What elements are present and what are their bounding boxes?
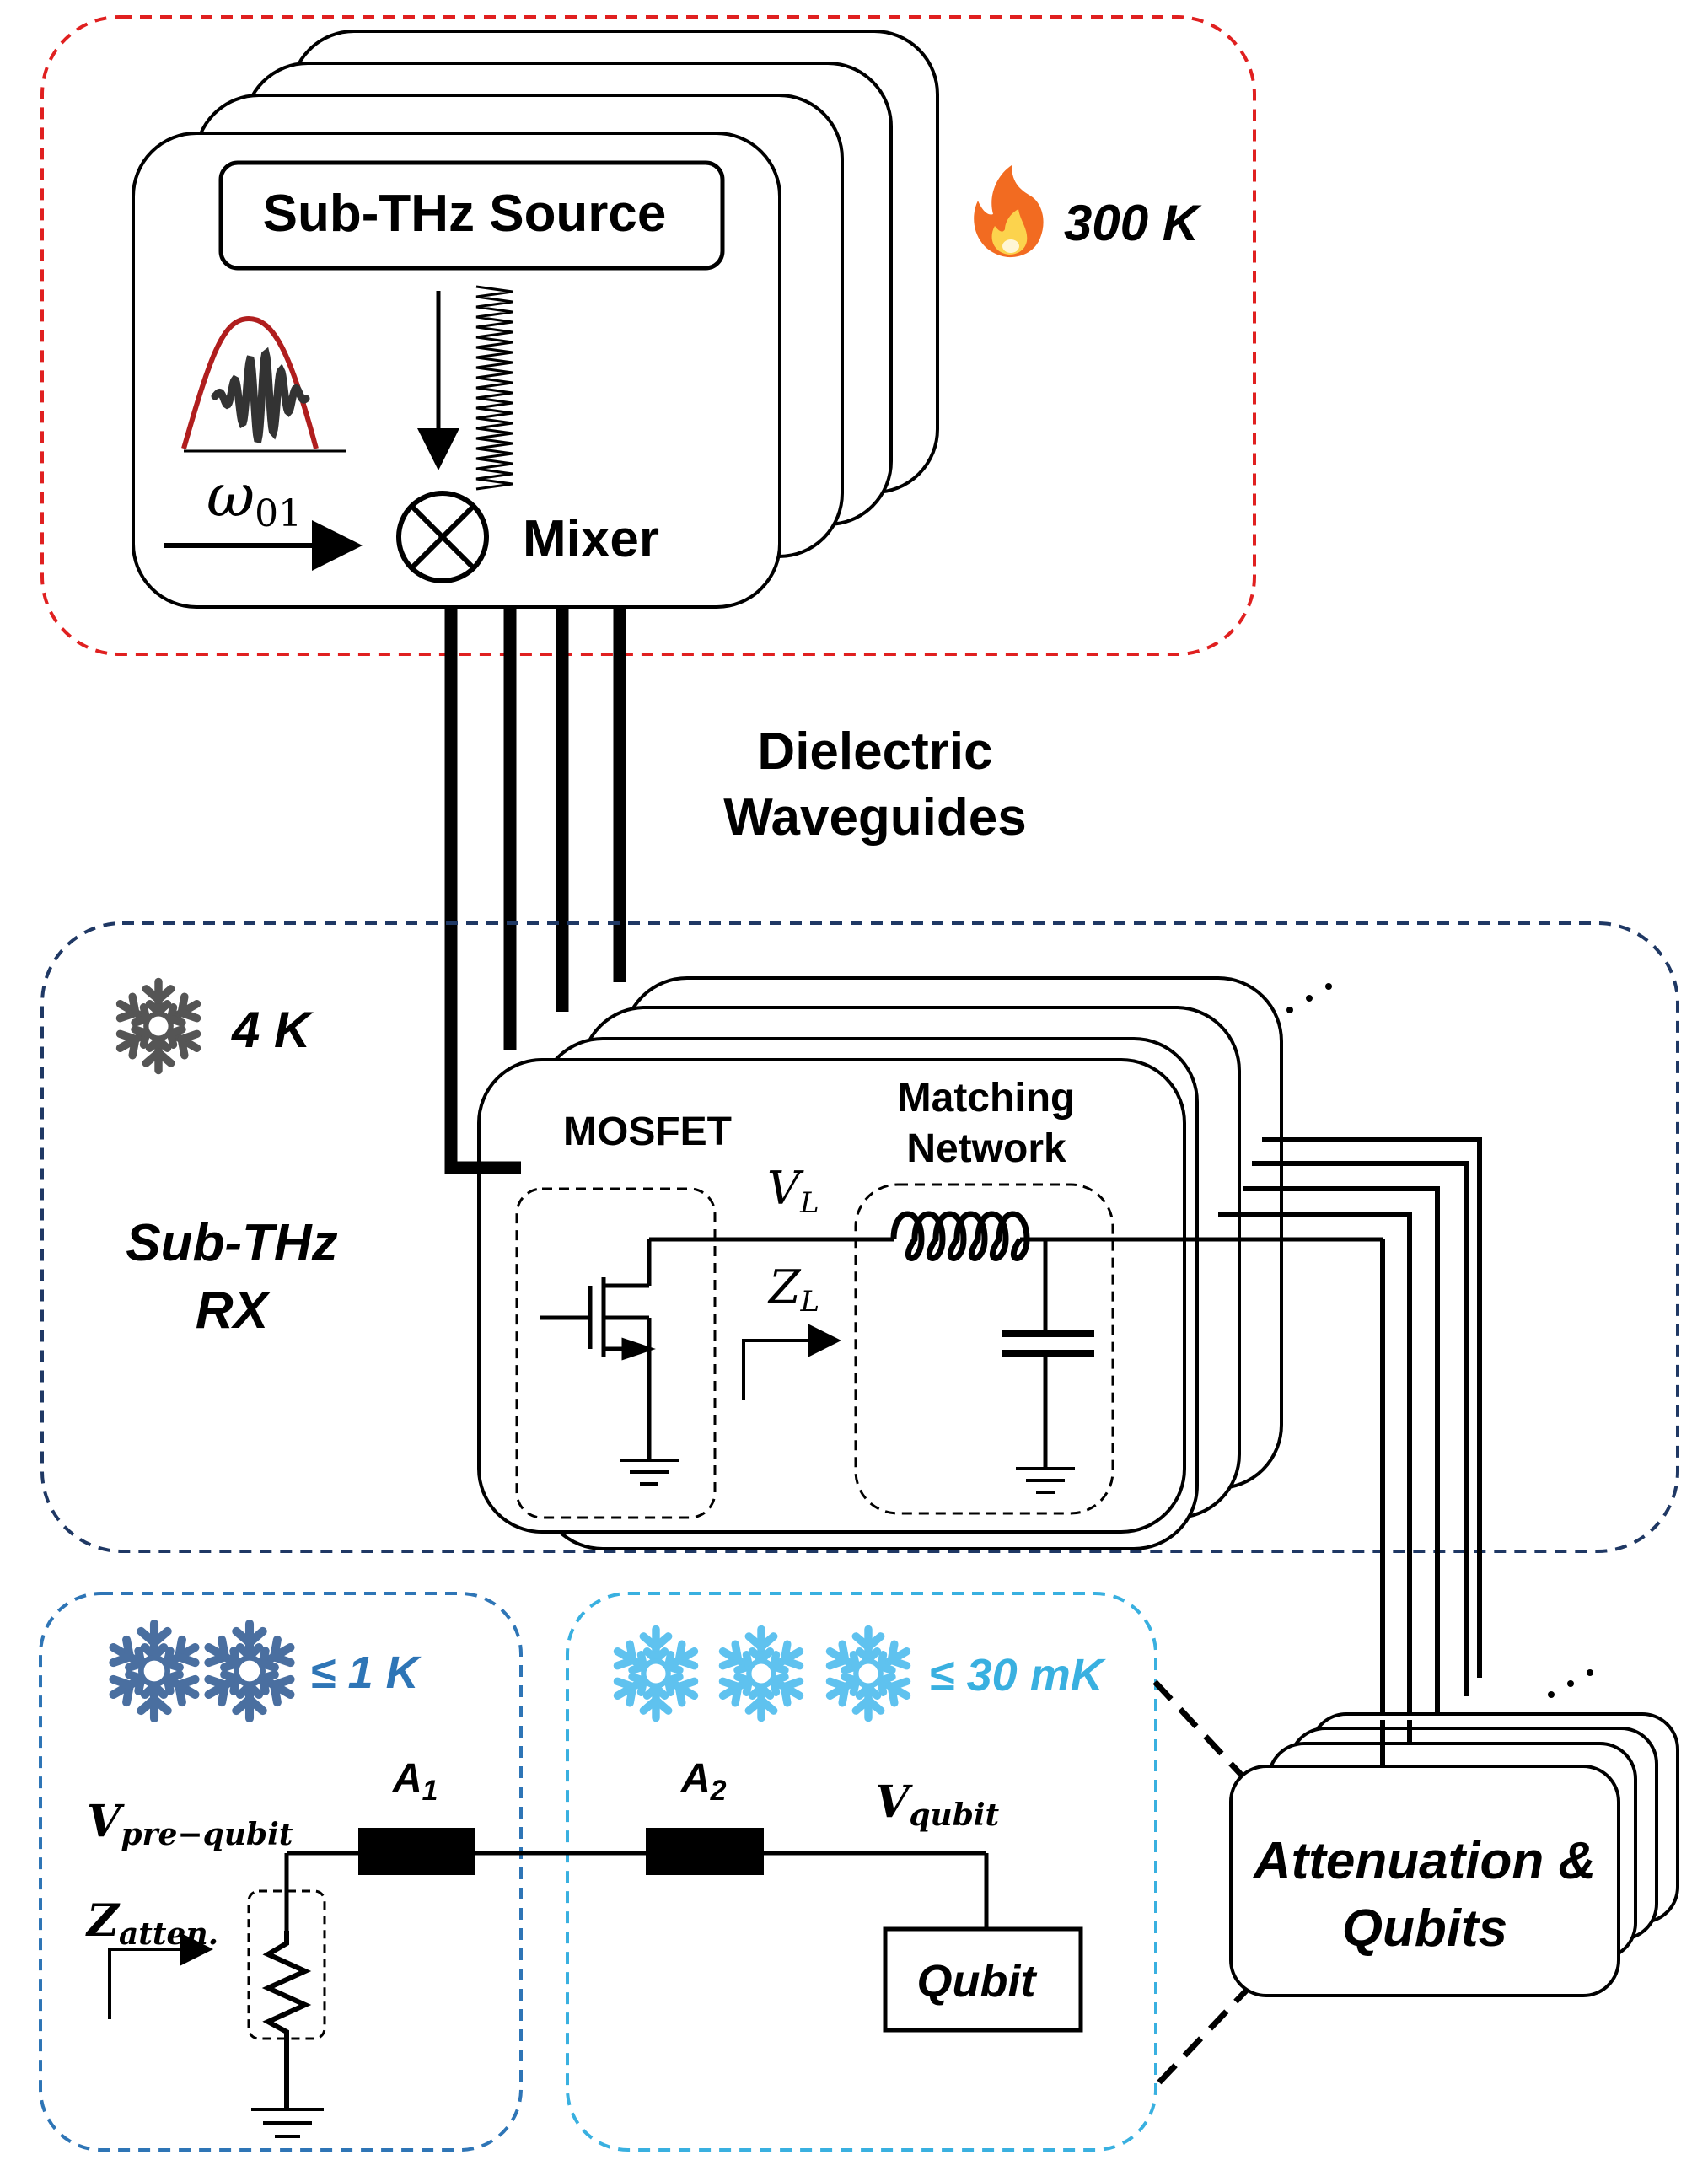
attenuation-label-line2: Qubits [1342, 1899, 1507, 1958]
matching-network-label-line1: Matching [898, 1076, 1076, 1120]
resistor-box [247, 1889, 326, 2040]
z-atten-arrow [108, 1932, 213, 2019]
waveguide-label-line1: Dielectric [757, 723, 992, 781]
vl-label: VL [767, 1162, 819, 1220]
snowflake-icon [114, 982, 203, 1071]
sub-thz-source-label: Sub-THz Source [263, 185, 667, 243]
waveguide-label-line2: Waveguides [723, 788, 1026, 846]
zl-arrow [742, 1324, 841, 1400]
ground-icon [1016, 1467, 1075, 1494]
mixer-icon [396, 491, 489, 583]
ground-icon [620, 1459, 679, 1486]
v-pre-qubit-label: Vpre−qubit [87, 1796, 293, 1852]
one-kelvin-label: ≤ 1 K [310, 1647, 422, 1698]
carrier-waveform-icon [475, 285, 513, 491]
matching-network-box [854, 1183, 1114, 1515]
sub-thz-source-box [218, 160, 725, 271]
four-kelvin-zone [40, 921, 1679, 1553]
attenuator-a1 [358, 1828, 475, 1875]
mosfet-label: MOSFET [563, 1110, 732, 1154]
qubit-label: Qubit [917, 1956, 1038, 2007]
attenuator-a2 [646, 1828, 764, 1875]
rx-title-line2: RX [196, 1281, 271, 1340]
snowflake-icon [824, 1630, 913, 1718]
attenuation-card-1 [1229, 1765, 1620, 1997]
output-cables [1218, 1137, 1482, 1766]
callout-line-bottom [1157, 1985, 1252, 2085]
four-kelvin-label: 4 K [231, 1002, 314, 1058]
attenuation-label-line1: Attenuation & [1252, 1832, 1596, 1890]
callout-line-top [1152, 1679, 1246, 1780]
flame-icon [974, 165, 1044, 258]
z-atten-label: Zatten. [85, 1895, 218, 1952]
thirty-mk-zone [566, 1592, 1157, 2152]
qubit-box [883, 1926, 1083, 2033]
omega-label: ω01 [207, 461, 302, 535]
one-kelvin-zone [39, 1592, 523, 2152]
snowflake-icon [611, 1630, 701, 1718]
gaussian-pulse-icon [181, 315, 346, 453]
thirty-mk-label: ≤ 30 mK [929, 1650, 1107, 1701]
v-qubit-label: Vqubit [875, 1776, 1000, 1833]
capacitor-icon [1002, 1330, 1094, 1357]
zl-label: ZL [767, 1260, 819, 1319]
inductor-icon [890, 1211, 1030, 1261]
a2-label: A2 [680, 1756, 727, 1807]
room-temp-label: 300 K [1064, 195, 1202, 251]
more-qubits-ellipsis [1548, 1669, 1593, 1698]
mosfet-icon [540, 1239, 656, 1459]
mosfet-box [515, 1187, 717, 1519]
rx-title-line1: Sub-THz [126, 1214, 337, 1272]
snowflake-icon [202, 1624, 298, 1718]
a1-label: A1 [392, 1756, 438, 1807]
mixer-label: Mixer [523, 510, 659, 568]
resistor-icon [261, 1931, 312, 2108]
matching-network-label-line2: Network [906, 1126, 1066, 1171]
receiver-card-1 [477, 1058, 1186, 1534]
snowflake-icon [107, 1624, 202, 1718]
ground-icon [251, 2108, 324, 2138]
more-receivers-ellipsis [1286, 983, 1332, 1013]
room-temp-zone [40, 15, 1256, 656]
snowflake-icon [717, 1630, 806, 1718]
